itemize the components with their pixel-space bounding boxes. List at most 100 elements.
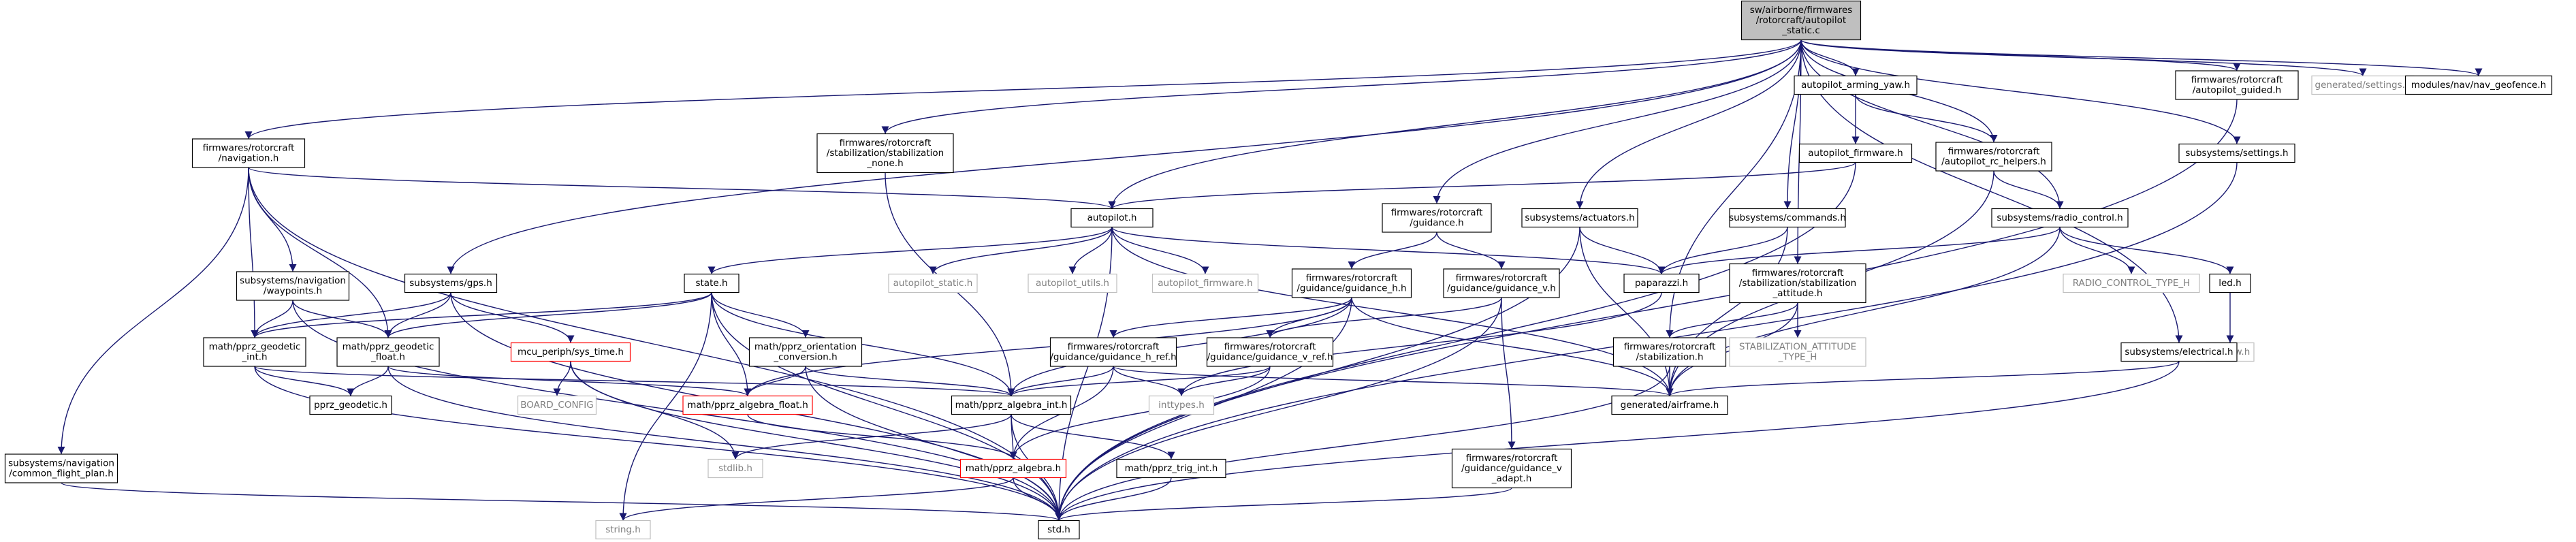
- node-root[interactable]: sw/airborne/firmwares/rotorcraft/autopil…: [1740, 0, 1862, 41]
- node-string[interactable]: string.h: [595, 520, 651, 540]
- node-trig[interactable]: math/pprz_trig_int.h: [1116, 458, 1226, 479]
- node-apguided[interactable]: firmwares/rotorcraft/autopilot_guided.h: [2175, 70, 2299, 100]
- edge-autopilot-to-apstatic: [929, 227, 1113, 274]
- node-label: _conversion.h: [773, 352, 837, 363]
- node-label: /stabilization/stabilization: [1739, 278, 1856, 289]
- node-radio[interactable]: subsystems/radio_control.h: [1991, 208, 2129, 228]
- edge-nav-to-cfp: [57, 167, 249, 455]
- node-label: /guidance/guidance_v: [1461, 463, 1562, 474]
- node-box: [203, 337, 306, 367]
- node-systime[interactable]: mcu_periph/sys_time.h: [510, 342, 631, 362]
- node-box: [1729, 337, 1866, 367]
- node-stabnone[interactable]: firmwares/rotorcraft/stabilization/stabi…: [816, 133, 954, 174]
- node-label: autopilot_utils.h: [1036, 278, 1109, 289]
- node-stdlib[interactable]: stdlib.h: [707, 458, 763, 479]
- node-stdbool[interactable]: std.h: [1038, 520, 1080, 540]
- node-electrical[interactable]: subsystems/electrical.h: [2120, 342, 2238, 362]
- edge-guidv-to-guidvref: [1266, 297, 1502, 338]
- node-guidvref[interactable]: firmwares/rotorcraft/guidance/guidance_v…: [1206, 337, 1334, 367]
- edge-gps-to-geofloat: [384, 292, 451, 338]
- node-stabilization[interactable]: firmwares/rotorcraft/stabilization.h: [1612, 337, 1727, 367]
- node-label: autopilot_firmware.h: [1808, 148, 1903, 159]
- node-label: firmwares/rotorcraft: [1224, 342, 1316, 353]
- node-nav[interactable]: firmwares/rotorcraft/navigation.h: [191, 138, 306, 168]
- node-label: led.h: [2219, 278, 2241, 289]
- node-guidhref[interactable]: firmwares/rotorcraft/guidance/guidance_h…: [1049, 337, 1177, 367]
- node-geodetic[interactable]: pprz_geodetic.h: [309, 395, 392, 415]
- node-state[interactable]: state.h: [684, 273, 740, 293]
- node-apfirmware[interactable]: autopilot_firmware.h: [1151, 273, 1259, 293]
- node-label: autopilot_arming_yaw.h: [1801, 80, 1910, 91]
- node-label: firmwares/rotorcraft: [203, 143, 295, 154]
- node-label: state.h: [695, 278, 727, 289]
- edge-root-to-commands: [1783, 39, 1802, 209]
- node-layer: sw/airborne/firmwares/rotorcraft/autopil…: [4, 0, 2553, 540]
- node-label: _int.h: [241, 352, 267, 363]
- node-algebra[interactable]: math/pprz_algebra.h: [959, 458, 1067, 479]
- edge-orient-to-stdbool: [805, 366, 1063, 521]
- node-guidance[interactable]: firmwares/rotorcraft/guidance.h: [1382, 203, 1492, 233]
- node-guidvadapt[interactable]: firmwares/rotorcraft/guidance/guidance_v…: [1451, 448, 1572, 489]
- node-box: [2063, 273, 2200, 293]
- node-cfp[interactable]: subsystems/navigation/common_flight_plan…: [4, 453, 118, 483]
- node-autopilot[interactable]: autopilot.h: [1070, 208, 1154, 228]
- node-actuators[interactable]: subsystems/actuators.h: [1521, 208, 1638, 228]
- node-box: [1612, 337, 1727, 367]
- node-gps[interactable]: subsystems/gps.h: [404, 273, 498, 293]
- node-label: firmwares/rotorcraft: [1306, 273, 1398, 284]
- edge-autopilot-to-aputils: [1068, 227, 1113, 274]
- node-box: [888, 273, 978, 293]
- node-subsettings[interactable]: subsystems/settings.h: [2178, 143, 2295, 163]
- node-orient[interactable]: math/pprz_orientation_conversion.h: [748, 337, 863, 367]
- node-boardconfig[interactable]: BOARD_CONFIG: [517, 395, 597, 415]
- node-box: [1729, 208, 1846, 228]
- node-label: firmwares/rotorcraft: [1466, 453, 1558, 464]
- node-apstatic[interactable]: autopilot_static.h: [888, 273, 978, 293]
- node-stabatttype[interactable]: STABILIZATION_ATTITUDE_TYPE_H: [1729, 337, 1866, 367]
- node-gensettings[interactable]: generated/settings.h: [2311, 75, 2415, 95]
- node-geoint[interactable]: math/pprz_geodetic_int.h: [203, 337, 306, 367]
- edge-guidvref-to-algint: [1007, 366, 1271, 397]
- node-aputils[interactable]: autopilot_utils.h: [1028, 273, 1117, 293]
- node-guidh[interactable]: firmwares/rotorcraft/guidance/guidance_h…: [1291, 268, 1412, 298]
- node-label: math/pprz_algebra_float.h: [687, 400, 808, 411]
- node-label: /navigation.h: [219, 153, 279, 164]
- node-label: _attitude.h: [1772, 288, 1823, 299]
- node-led[interactable]: led.h: [2209, 273, 2251, 293]
- node-label: subsystems/navigation: [8, 458, 114, 469]
- node-box: [684, 273, 740, 293]
- node-rchelp[interactable]: firmwares/rotorcraft/autopilot_rc_helper…: [1935, 142, 2052, 172]
- node-geofence[interactable]: modules/nav/nav_geofence.h: [2404, 75, 2553, 95]
- node-paparazzi[interactable]: paparazzi.h: [1623, 273, 1700, 293]
- node-label: pprz_geodetic.h: [314, 400, 387, 411]
- node-label: /common_flight_plan.h: [9, 468, 114, 479]
- node-label: math/pprz_geodetic: [209, 342, 301, 353]
- node-box: [309, 395, 392, 415]
- edge-radio-to-rcctype: [2059, 227, 2135, 274]
- node-box: [1794, 75, 1918, 95]
- node-stabatt[interactable]: firmwares/rotorcraft/stabilization/stabi…: [1729, 263, 1866, 304]
- node-waypoints[interactable]: subsystems/navigation/waypoints.h: [236, 271, 350, 301]
- node-armyaw[interactable]: autopilot_arming_yaw.h: [1794, 75, 1918, 95]
- node-apfw[interactable]: autopilot_firmware.h: [1798, 143, 1913, 163]
- edge-armyaw-to-rchelp: [1855, 94, 1998, 143]
- node-rcctype[interactable]: RADIO_CONTROL_TYPE_H: [2063, 273, 2200, 293]
- node-label: autopilot.h: [1087, 212, 1137, 223]
- node-box: [1148, 395, 1215, 415]
- node-algfloat[interactable]: math/pprz_algebra_float.h: [682, 395, 813, 415]
- edge-root-to-subsettings: [1800, 39, 2241, 144]
- node-label: /stabilization.h: [1636, 352, 1703, 363]
- node-airframe[interactable]: generated/airframe.h: [1611, 395, 1728, 415]
- node-algint[interactable]: math/pprz_algebra_int.h: [951, 395, 1072, 415]
- node-geofloat[interactable]: math/pprz_geodetic_float.h: [336, 337, 440, 367]
- node-box: [1798, 143, 1913, 163]
- edge-root-to-radio: [1800, 39, 2064, 209]
- node-label: subsystems/commands.h: [1729, 212, 1846, 223]
- edge-guidv-to-guidvadapt: [1501, 297, 1516, 449]
- node-box: [336, 337, 440, 367]
- edge-cfp-to-stdbool: [61, 482, 1063, 522]
- node-commands[interactable]: subsystems/commands.h: [1729, 208, 1846, 228]
- node-guidv[interactable]: firmwares/rotorcraft/guidance/guidance_v…: [1443, 268, 1560, 298]
- node-inttypes[interactable]: inttypes.h: [1148, 395, 1215, 415]
- node-label: /rotorcraft/autopilot: [1756, 15, 1846, 26]
